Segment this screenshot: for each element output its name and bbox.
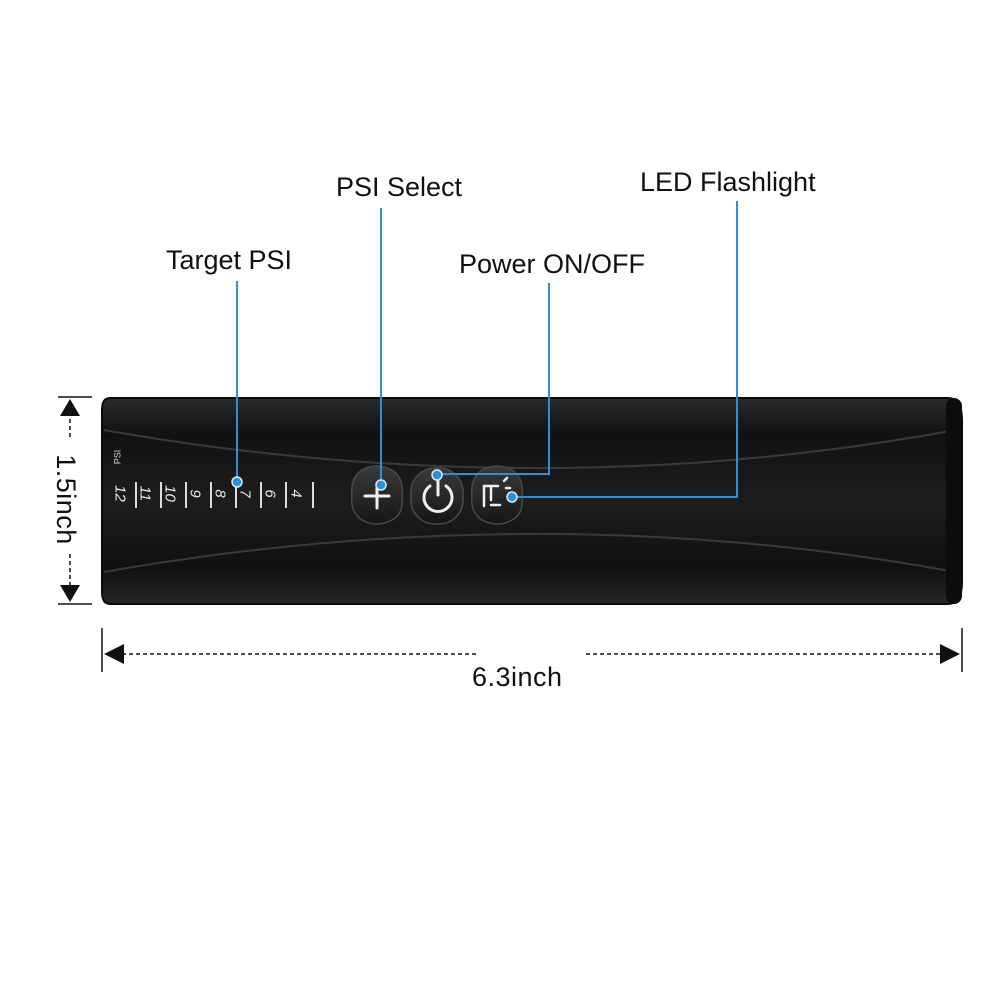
flashlight-icon bbox=[482, 476, 512, 508]
callout-dots bbox=[231, 469, 518, 503]
scale-number: 10 bbox=[161, 485, 179, 502]
device-body bbox=[101, 397, 963, 605]
callout-line-led bbox=[513, 201, 738, 498]
psi-scale-ticks bbox=[135, 482, 314, 508]
led-flashlight-label: LED Flashlight bbox=[640, 167, 816, 197]
scale-number: 9 bbox=[186, 489, 204, 498]
scale-number: 8 bbox=[211, 489, 229, 498]
body-upper-contour bbox=[103, 429, 957, 470]
width-arrow-right bbox=[940, 644, 960, 664]
height-dimension bbox=[58, 396, 92, 605]
height-arrow-bottom bbox=[60, 585, 80, 602]
height-label: 1.5inch bbox=[50, 454, 81, 545]
scale-number: 6 bbox=[261, 489, 279, 498]
power-icon bbox=[422, 478, 454, 513]
callout-lines bbox=[236, 201, 738, 498]
body-lower-contour bbox=[103, 532, 957, 573]
flashlight-button[interactable] bbox=[470, 465, 524, 525]
width-dimension bbox=[101, 628, 963, 672]
callout-line-power bbox=[438, 283, 550, 475]
dot-target bbox=[231, 476, 243, 488]
scale-number: 7 bbox=[236, 489, 254, 498]
dot-led bbox=[506, 491, 518, 503]
scale-number: 11 bbox=[136, 485, 154, 502]
width-arrow-left bbox=[104, 644, 124, 664]
dot-psi bbox=[375, 479, 387, 491]
height-arrow-top bbox=[60, 399, 80, 416]
psi-unit-label: PSI bbox=[112, 449, 123, 465]
power-label: Power ON/OFF bbox=[459, 249, 646, 279]
dot-power bbox=[431, 469, 443, 481]
scale-number: 12 bbox=[111, 485, 129, 502]
scale-number: 4 bbox=[287, 489, 305, 498]
psi-select-label: PSI Select bbox=[336, 172, 463, 202]
width-label: 6.3inch bbox=[472, 662, 563, 692]
target-psi-label: Target PSI bbox=[166, 245, 293, 275]
end-cap bbox=[946, 398, 962, 604]
